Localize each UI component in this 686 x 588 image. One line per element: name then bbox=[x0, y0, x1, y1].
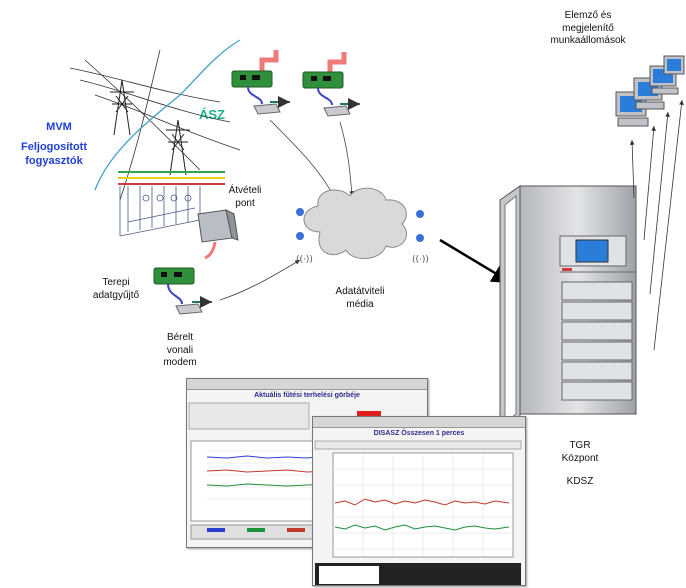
svg-text:((·)): ((·)) bbox=[412, 255, 429, 265]
pylon-left-icon bbox=[110, 79, 134, 136]
server-rack-icon bbox=[499, 185, 637, 431]
power-lines bbox=[69, 49, 241, 201]
total-minute-window[interactable]: DISASZ Összesen 1 perces bbox=[312, 416, 526, 586]
metering-box-icon bbox=[197, 209, 239, 260]
atveteli-pont-label: Átvételi pont bbox=[228, 185, 262, 209]
communication-cloud-icon: ((·)) ((·)) bbox=[296, 187, 429, 265]
data-collector-terepi-icon bbox=[153, 267, 212, 315]
data-collector-asz-1-icon bbox=[231, 50, 290, 115]
window-title: Aktuális fűtési terhelési görbéje bbox=[254, 392, 360, 399]
mvm-label: MVM bbox=[46, 121, 72, 133]
workstations-icon bbox=[615, 55, 685, 127]
river-line bbox=[94, 39, 241, 191]
kdsz-label: KDSZ bbox=[566, 476, 594, 487]
main-arrow bbox=[439, 238, 513, 284]
pylon-right-icon bbox=[166, 119, 190, 176]
data-collector-asz-2-icon bbox=[302, 52, 360, 117]
feljogositott-fogyasztok-label: Feljogosított fogyasztók bbox=[21, 141, 87, 167]
terepi-adatgyujto-label: Terepi adatgyűjtő bbox=[92, 277, 140, 301]
window-titlebar-2 bbox=[313, 417, 525, 428]
total-minute-chart bbox=[314, 440, 522, 585]
window-titlebar bbox=[187, 379, 427, 390]
workstation-links bbox=[629, 99, 684, 351]
svg-text:((·)): ((·)) bbox=[296, 255, 313, 265]
substation-busbars bbox=[118, 171, 225, 185]
tgr-kozpont-label: TGR Központ bbox=[561, 440, 599, 464]
berelt-vonali-modem-label: Bérelt vonali modem bbox=[163, 332, 197, 368]
substation-feeders bbox=[119, 186, 201, 237]
window-title-2: DISASZ Összesen 1 perces bbox=[373, 430, 465, 437]
adatatviteli-media-label: Adatátviteli média bbox=[335, 286, 385, 310]
elemzo-munkaallomasok-label: Elemző és megjelenítő munkaállomások bbox=[550, 10, 626, 46]
asz-label: ÁSZ bbox=[199, 107, 225, 122]
